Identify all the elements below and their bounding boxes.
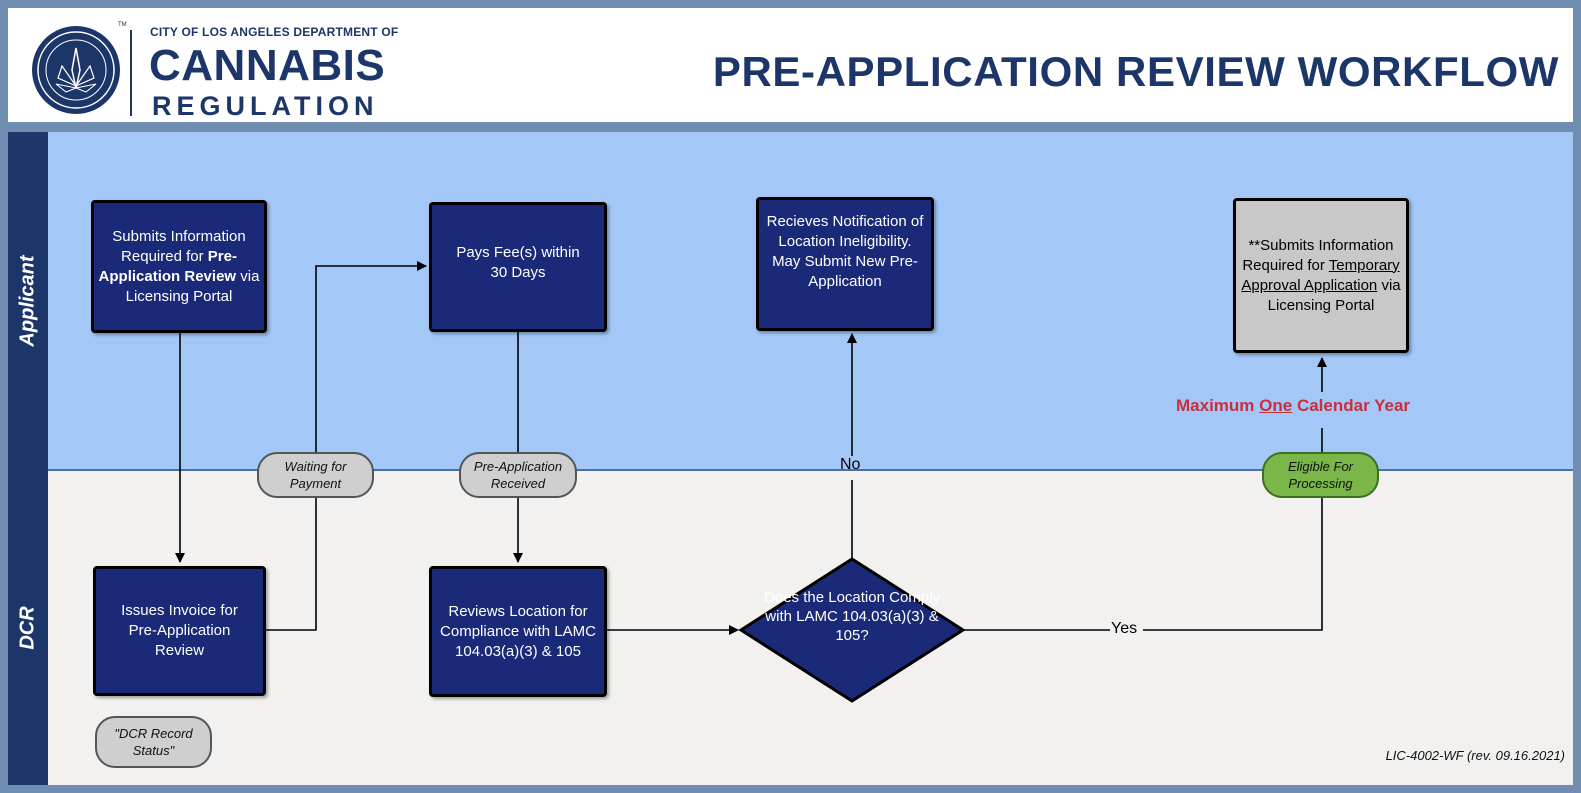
header-separator [8, 122, 1573, 132]
edge-decision-yes-right [1143, 496, 1323, 631]
status-record-text: "DCR Record Status" [114, 726, 193, 758]
node-issue-invoice: Issues Invoice for Pre-Application Revie… [93, 566, 266, 696]
decision-diamond [738, 557, 966, 703]
brand-name: CANNABIS [149, 41, 386, 90]
submit-text-pre: Submits Information Required for [112, 227, 246, 265]
status-waiting-for-payment: Waiting for Payment [257, 452, 374, 498]
dcr-lane-label: DCR [8, 470, 48, 785]
pay-fees-text: Pays Fee(s) within 30 Days [456, 244, 580, 281]
header: TM CITY OF LOS ANGELES DEPARTMENT OF CAN… [8, 8, 1573, 122]
brand-subtitle: CITY OF LOS ANGELES DEPARTMENT OF [150, 25, 399, 39]
node-submit-temporary: **Submits Information Required for Tempo… [1233, 198, 1409, 353]
status-waiting-text: Waiting for Payment [284, 459, 347, 491]
issue-invoice-text: Issues Invoice for Pre-Application Revie… [121, 602, 238, 659]
node-submit-pre-application: Submits Information Required for Pre-App… [91, 200, 267, 333]
edge-invoice-to-pay [265, 261, 427, 631]
dcr-seal-logo [32, 26, 120, 114]
node-notification: Recieves Notification of Location Inelig… [756, 197, 934, 331]
node-pay-fees: Pays Fee(s) within 30 Days [429, 202, 607, 332]
edge-label-yes: Yes [1111, 620, 1138, 637]
maximum-one-calendar-year: Maximum One Calendar Year [1176, 396, 1410, 416]
submit-text-post: via Licensing Portal [125, 267, 260, 305]
submit-text-bold: Pre-Application Review [98, 247, 237, 285]
max-year-post: Calendar Year [1296, 396, 1411, 415]
decision-text: Does the Location Comply with LAMC 104.0… [764, 589, 940, 644]
notification-text: Recieves Notification of Location Inelig… [766, 213, 924, 290]
trademark-mark: TM [118, 22, 127, 28]
temporary-text-pre: **Submits Information Required for [1242, 236, 1394, 274]
node-submit-text: Submits Information Required for Pre-App… [98, 227, 260, 307]
status-eligible-text: Eligible For Processing [1287, 459, 1354, 491]
temporary-text-underline: Temporary Approval Application [1241, 256, 1400, 294]
max-year-pre: Maximum [1176, 396, 1255, 415]
form-revision-footer: LIC-4002-WF (rev. 09.16.2021) [1385, 748, 1565, 763]
applicant-lane-label: Applicant [8, 132, 48, 470]
page-title: PRE-APPLICATION REVIEW WORKFLOW [712, 48, 1559, 95]
node-review-location: Reviews Location for Compliance with LAM… [429, 566, 607, 697]
brand-regulation: REGULATION [152, 91, 379, 121]
edge-label-no: No [840, 456, 861, 473]
status-received-text: Pre-Application Received [473, 459, 563, 491]
status-eligible-for-processing: Eligible For Processing [1262, 452, 1379, 498]
lane-divider [48, 469, 1573, 471]
status-pre-application-received: Pre-Application Received [459, 452, 577, 498]
logo-divider [130, 30, 132, 116]
max-year-underline: One [1259, 396, 1293, 415]
status-dcr-record-legend: "DCR Record Status" [95, 716, 212, 768]
temporary-text-post: via Licensing Portal [1267, 276, 1401, 314]
temporary-text: **Submits Information Required for Tempo… [1240, 236, 1402, 316]
review-location-text: Reviews Location for Compliance with LAM… [440, 602, 596, 660]
